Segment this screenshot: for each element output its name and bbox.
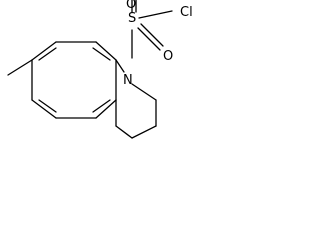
bond-s-to-cl [138, 10, 173, 19]
bond-aromatic-7 [31, 99, 57, 119]
structure-canvas: Cl S O O N [0, 0, 226, 150]
bond-aromatic-3 [95, 41, 117, 61]
atom-label-nitrogen: N [123, 73, 133, 88]
bond-aromatic-7-inner [38, 99, 57, 113]
bond-aromatic-3-inner [92, 47, 111, 61]
bond-ch2-2 [131, 125, 157, 139]
bond-s-to-o-lower [137, 27, 161, 51]
atom-label-sulfur: S [128, 11, 136, 26]
molecule-structure: Cl S O O N [7, 0, 193, 139]
bond-aromatic-1-inner [38, 47, 57, 61]
bond-n-to-ch2 [131, 83, 157, 101]
bond-ch2-3 [115, 125, 133, 139]
bond-methyl [7, 59, 33, 76]
atom-label-oxygen-upper: O [126, 0, 136, 12]
bond-aromatic-1 [31, 41, 57, 61]
bond-aromatic-5-inner [92, 99, 111, 113]
atom-label-chlorine: Cl [180, 5, 193, 20]
bond-n-to-ring [115, 59, 125, 73]
bond-s-to-o-lower-2 [140, 23, 164, 47]
bond-aromatic-5 [95, 99, 117, 119]
atom-label-oxygen-lower: O [163, 49, 173, 64]
